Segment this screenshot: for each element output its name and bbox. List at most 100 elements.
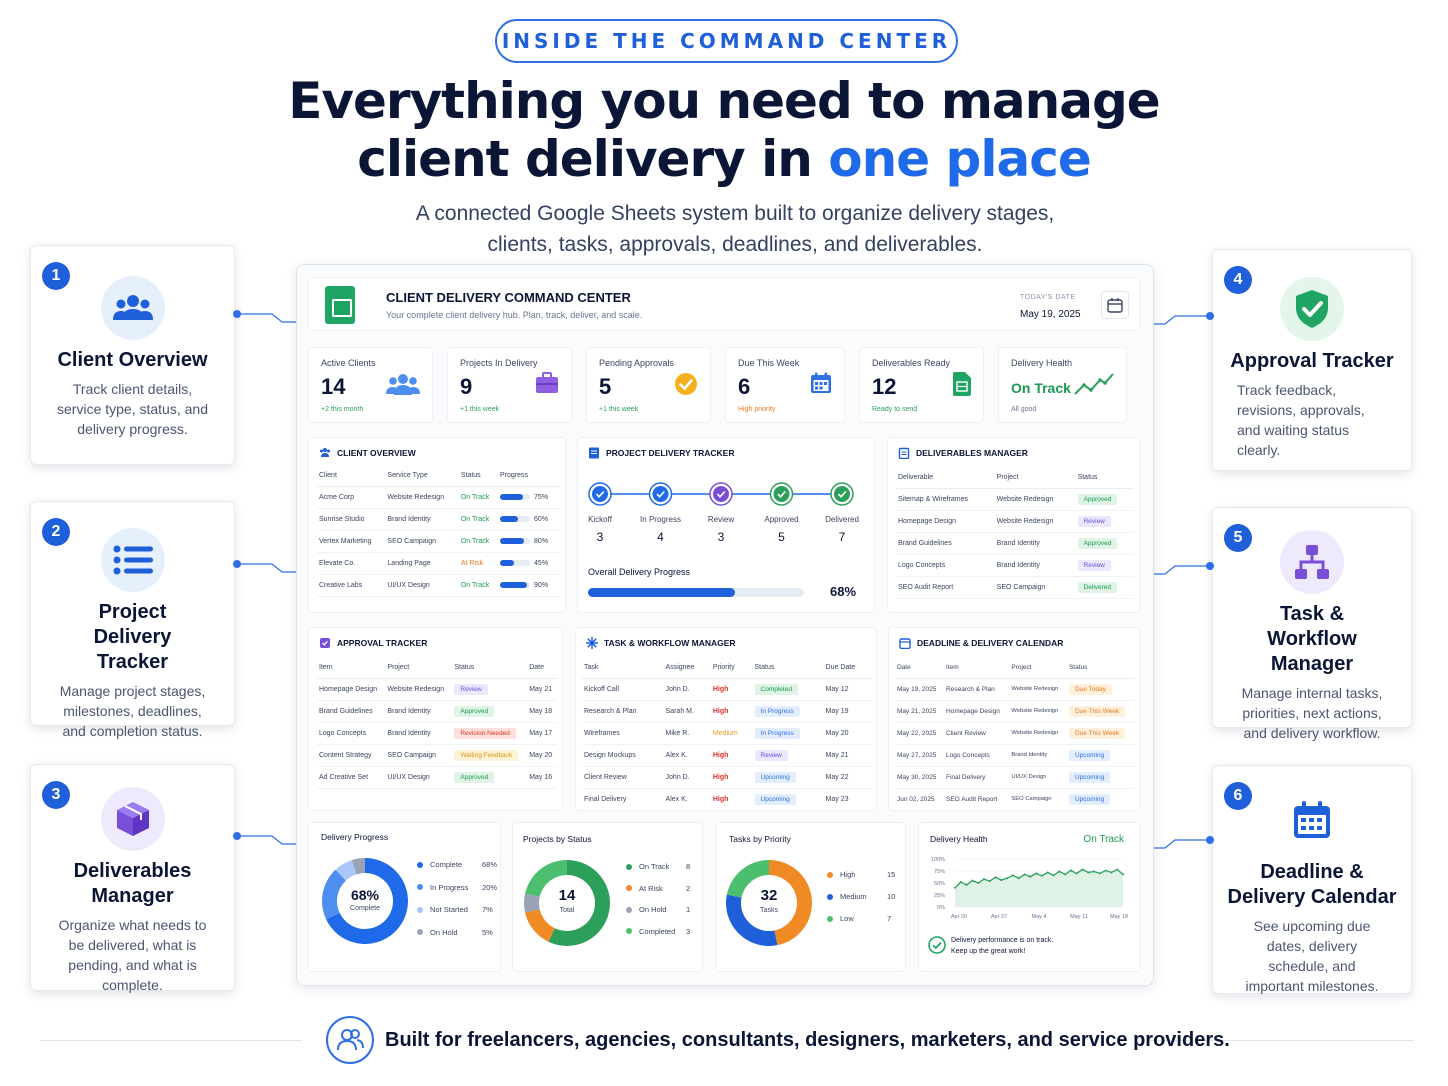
donut-slice[interactable]: [769, 860, 812, 946]
status-badge-text: Review: [1077, 559, 1111, 571]
date-text: May 21, 2025: [897, 707, 937, 715]
feature-number-badge: 5: [1224, 524, 1252, 552]
stage-node[interactable]: [834, 486, 850, 502]
legend-label: On Hold: [639, 905, 667, 914]
kpi-note: +1 this week: [599, 406, 639, 413]
calendar-item-text: Final Delivery: [946, 773, 986, 781]
column-header-text: Item: [319, 664, 333, 672]
approval-item: Content Strategy: [317, 744, 386, 767]
donut-slice[interactable]: [726, 860, 769, 898]
document-icon: [589, 447, 599, 459]
status-badge: Due Today: [1066, 678, 1135, 701]
date: May 16: [527, 766, 557, 789]
task-name: Research & Plan: [582, 700, 664, 723]
stage-node[interactable]: [592, 486, 608, 502]
stage-node[interactable]: [713, 486, 729, 502]
kpi-value: 9: [460, 374, 473, 399]
list-icon: [100, 528, 165, 592]
column-header-text: Client: [319, 472, 337, 480]
legend-value: 20%: [482, 882, 498, 892]
panel-title: DEADLINE & DELIVERY CALENDAR: [899, 637, 1063, 649]
donut-slice[interactable]: [326, 858, 408, 944]
column-header: Status: [1066, 658, 1135, 679]
status-badge: Review: [752, 744, 824, 767]
health-point: [1000, 879, 1003, 882]
calendar-button[interactable]: [1101, 291, 1129, 319]
kpi-value: 14: [321, 374, 346, 399]
donut-slice[interactable]: [548, 860, 610, 946]
status-badge: In Progress: [752, 722, 824, 745]
due-date-text: May 12: [825, 685, 849, 693]
stage-node[interactable]: [652, 486, 669, 502]
legend-value: 5%: [482, 927, 493, 937]
legend-swatch: [417, 929, 423, 935]
kpi-value: 12: [872, 374, 897, 399]
client-name-text: Creative Labs: [319, 581, 363, 589]
feature-title: Deadline & Delivery Calendar: [1227, 861, 1397, 908]
donut-slice[interactable]: [524, 893, 540, 913]
project-name-text: Brand Identity: [996, 561, 1040, 569]
legend-value: 1: [686, 905, 691, 914]
priority: High: [710, 766, 753, 789]
column-header: Project: [385, 658, 453, 679]
donut-slice[interactable]: [335, 860, 357, 881]
stage-node[interactable]: [773, 486, 790, 502]
project-name: Website Redesign: [385, 678, 453, 701]
feature-card-deliverables-manager: 3 Deliverables Manager Organize what nee…: [30, 764, 235, 993]
health-point: [1052, 874, 1055, 877]
priority: High: [710, 678, 753, 701]
task-name-text: Wireframes: [584, 729, 620, 737]
health-point: [1046, 871, 1049, 874]
kpi-note: All good: [1011, 406, 1037, 413]
dashboard-title: CLIENT DELIVERY COMMAND CENTER: [386, 290, 631, 305]
donut-slice[interactable]: [322, 869, 346, 920]
column-header: Priority: [710, 658, 753, 679]
feature-description: Manage internal tasks, priorities, next …: [1241, 685, 1383, 741]
donut-slice[interactable]: [351, 858, 365, 875]
status-badge: Completed: [752, 678, 824, 701]
health-message-2: Keep up the great work!: [951, 948, 1026, 955]
project-name: Website Redesign: [1009, 722, 1067, 745]
deliverable-name-text: Brand Guidelines: [898, 539, 952, 547]
donut-slice[interactable]: [525, 860, 567, 897]
health-point: [1069, 869, 1072, 872]
box-icon: [100, 787, 165, 851]
workflow-icon: [586, 637, 598, 649]
approval-item: Homepage Design: [317, 678, 386, 701]
column-header-text: Project: [1011, 664, 1032, 672]
donut-slice[interactable]: [726, 894, 778, 946]
deliverable-name: SEO Audit Report: [896, 576, 995, 599]
assignee-text: Sarah M.: [665, 707, 694, 715]
donut-slice[interactable]: [525, 909, 555, 942]
